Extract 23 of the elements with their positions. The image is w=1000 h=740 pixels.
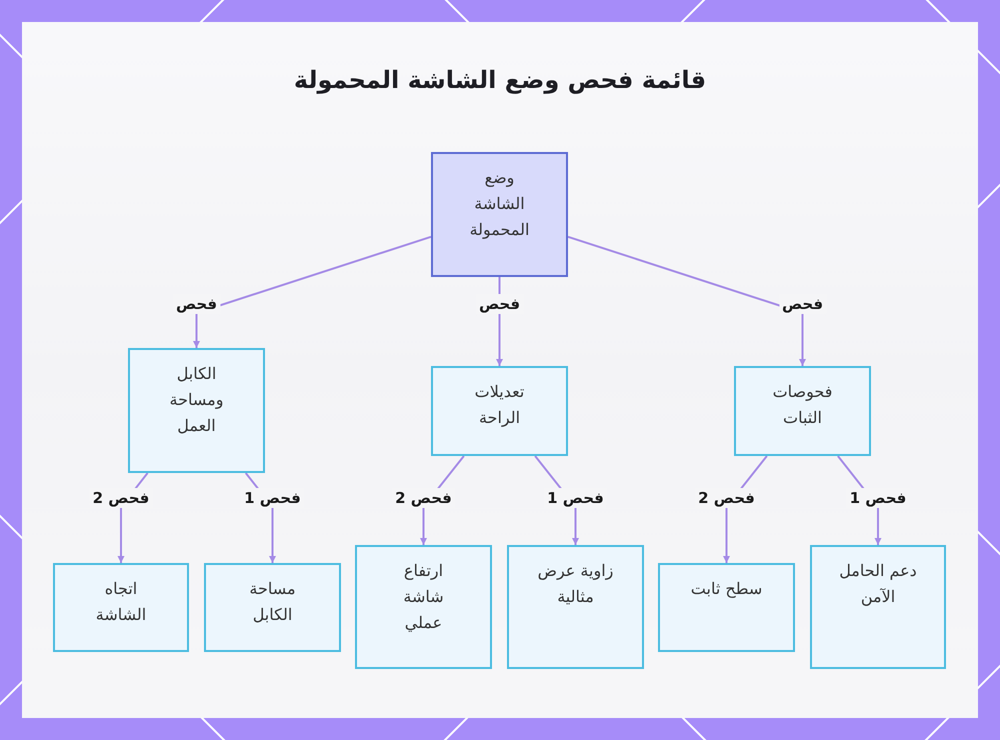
item-box	[658, 563, 795, 652]
node-label: سطح ثابت	[690, 578, 762, 600]
category-box	[128, 348, 265, 473]
diagram-title: قائمة فحص وضع الشاشة المحمولة	[294, 65, 706, 96]
node-label: اتجاه الشاشة	[94, 578, 148, 626]
connector-arrow	[568, 236, 806, 366]
node-label: وضع الشاشة المحمولة	[468, 167, 530, 241]
node-label: ارتفاع شاشة عملي	[402, 560, 445, 634]
item-box	[355, 545, 492, 669]
item-box	[810, 545, 946, 669]
category-box	[734, 366, 871, 456]
item-box	[507, 545, 644, 669]
item-box	[204, 563, 341, 652]
node-label: الكابل ومساحة العمل	[168, 363, 224, 437]
root-box	[431, 152, 568, 277]
connector-arrow	[193, 236, 432, 348]
node-label: تعديلات الراحة	[474, 381, 526, 429]
node-label: زاوية عرض مثالية	[536, 560, 614, 608]
node-label: دعم الحامل الآمن	[838, 560, 918, 608]
node-label: فحوصات الثبات	[772, 381, 834, 429]
node-label: مساحة الكابل	[248, 578, 297, 626]
item-box	[53, 563, 189, 652]
category-box	[431, 366, 568, 456]
